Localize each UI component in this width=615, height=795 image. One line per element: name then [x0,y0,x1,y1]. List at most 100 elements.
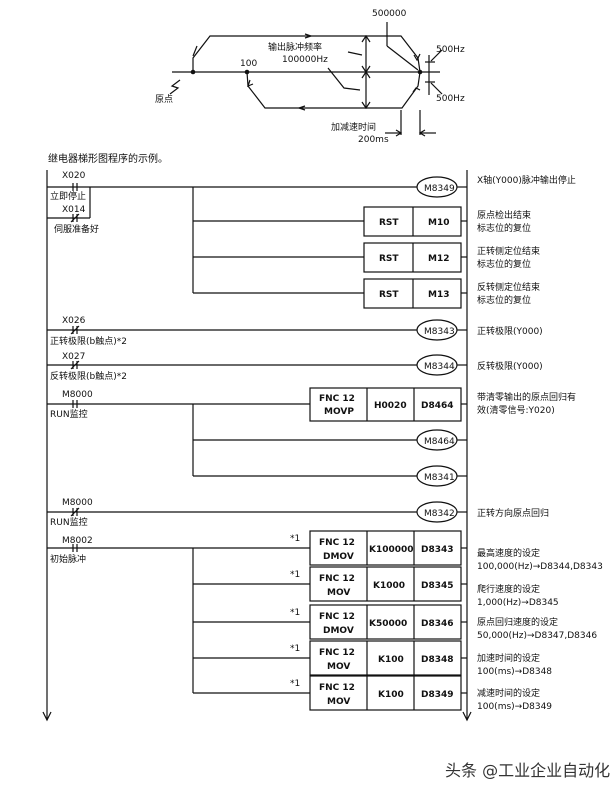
contact-m8000-label: RUN监控 [50,408,88,420]
note-star1: *1 [290,534,300,544]
rung-m8000-run [47,387,467,487]
fnc-code: FNC 12 [319,683,355,693]
rst-op: RST [379,254,399,264]
fnc-dst: D8349 [421,690,454,700]
contact-m8002: M8002 [62,536,93,546]
contact-x026-label: 正转极限(b触点)*2 [50,335,127,347]
coil-m8349: M8349 [424,184,455,194]
comment-d8464: 效(清零信号:Y020) [477,404,555,416]
comment-m8344: 反转极限(Y000) [477,360,543,372]
contact-x014: X014 [62,205,86,215]
fnc-code: FNC 12 [319,612,355,622]
contact-x027-label: 反转极限(b触点)*2 [50,370,127,382]
origin-label: 原点 [155,94,173,105]
mov-comment: 原点回归速度的设定 [477,616,558,628]
note-star1: *1 [290,644,300,654]
rung-stop [47,176,467,294]
contact-m8000-b: M8000 [62,498,93,508]
coil-m8464: M8464 [424,437,455,447]
contact-x020-label: 立即停止 [50,190,86,202]
fnc-dst: D8348 [421,655,454,665]
mov-comment: 加速时间的设定 [477,652,540,664]
contact-x014-label: 伺服准备好 [54,223,99,235]
section-title: 继电器梯形图程序的示例。 [48,152,168,165]
rst-comment: 标志位的复位 [477,222,531,234]
fnc-name: DMOV [323,626,354,636]
mov-block [309,675,462,711]
comment-d8464: 带清零输出的原点回归有 [477,391,576,403]
comment-m8342: 正转方向原点回归 [477,507,549,519]
hz-lower-label: 500Hz [436,94,465,104]
comment-m8343: 正转极限(Y000) [477,325,543,337]
fnc-dst: D8343 [421,545,454,555]
fnc-name: MOVP [324,407,354,417]
coil-m8341: M8341 [424,473,455,483]
mov-comment: 最高速度的设定 [477,547,540,559]
coil-m8343: M8343 [424,327,455,337]
mov-comment: 爬行速度的设定 [477,583,540,595]
note-star1: *1 [290,608,300,618]
fnc-code: FNC 12 [319,574,355,584]
coil-m8344: M8344 [424,362,455,372]
rst-dev: M13 [428,290,449,300]
freq-value: 100000Hz [282,55,328,65]
fnc-src: K100 [378,655,404,665]
speed-profile [169,22,443,137]
contact-m8000: M8000 [62,390,93,400]
fnc-name: MOV [327,697,350,707]
left-rail-arrow-icon [42,711,52,722]
rst-comment: 标志位的复位 [477,294,531,306]
mov-comment: 1,000(Hz)→D8345 [477,598,559,608]
accel-value: 200ms [358,135,389,145]
fnc-src: K1000 [373,581,405,591]
freq-label: 输出脉冲频率 [268,41,322,53]
comment-m8349: X轴(Y000)脉冲输出停止 [477,174,576,186]
mov-block [309,530,462,566]
mov-comment: 100(ms)→D8348 [477,667,552,677]
note-star1: *1 [290,570,300,580]
mov-block [309,604,462,640]
rst-comment: 正转侧定位结束 [477,245,540,257]
rst-comment: 原点检出结束 [477,209,531,221]
rst-op: RST [379,218,399,228]
mov-block [309,640,462,676]
fnc-dst: D8345 [421,581,454,591]
accel-label: 加减速时间 [331,121,376,133]
hz-upper-label: 500Hz [436,45,465,55]
watermark: 头条 @工业企业自动化 [445,761,610,780]
point-100-label: 100 [240,59,257,69]
contact-m8002-label: 初始脉冲 [50,553,86,565]
rst-comment: 标志位的复位 [477,258,531,270]
mov-comment: 100(ms)→D8349 [477,702,552,712]
fnc-dst: D8464 [421,401,454,411]
fnc-code: FNC 12 [319,538,355,548]
rst-op: RST [379,290,399,300]
fnc-name: DMOV [323,552,354,562]
fnc-code: FNC 12 [319,648,355,658]
fnc-src: H0020 [374,401,407,411]
rung-limits [47,319,467,376]
fnc-src: K100 [378,690,404,700]
note-star1: *1 [290,679,300,689]
rst-dev: M12 [428,254,449,264]
contact-x026: X026 [62,316,86,326]
fnc-src: K100000 [369,545,414,555]
fnc-dst: D8346 [421,619,454,629]
right-rail-arrow-icon [462,711,472,722]
mov-comment: 50,000(Hz)→D8347,D8346 [477,631,597,641]
fnc-name: MOV [327,662,350,672]
contact-x027: X027 [62,352,85,362]
contact-m8000-b-label: RUN监控 [50,516,88,528]
fnc-code: FNC 12 [319,394,355,404]
fnc-name: MOV [327,588,350,598]
rst-blocks [363,206,467,309]
rst-comment: 反转侧定位结束 [477,281,540,293]
contact-x020: X020 [62,171,86,181]
mov-comment: 100,000(Hz)→D8344,D8343 [477,562,603,572]
mov-comment: 减速时间的设定 [477,687,540,699]
rung-m8002 [47,544,310,694]
rst-dev: M10 [428,218,449,228]
peak-label: 500000 [372,9,407,19]
